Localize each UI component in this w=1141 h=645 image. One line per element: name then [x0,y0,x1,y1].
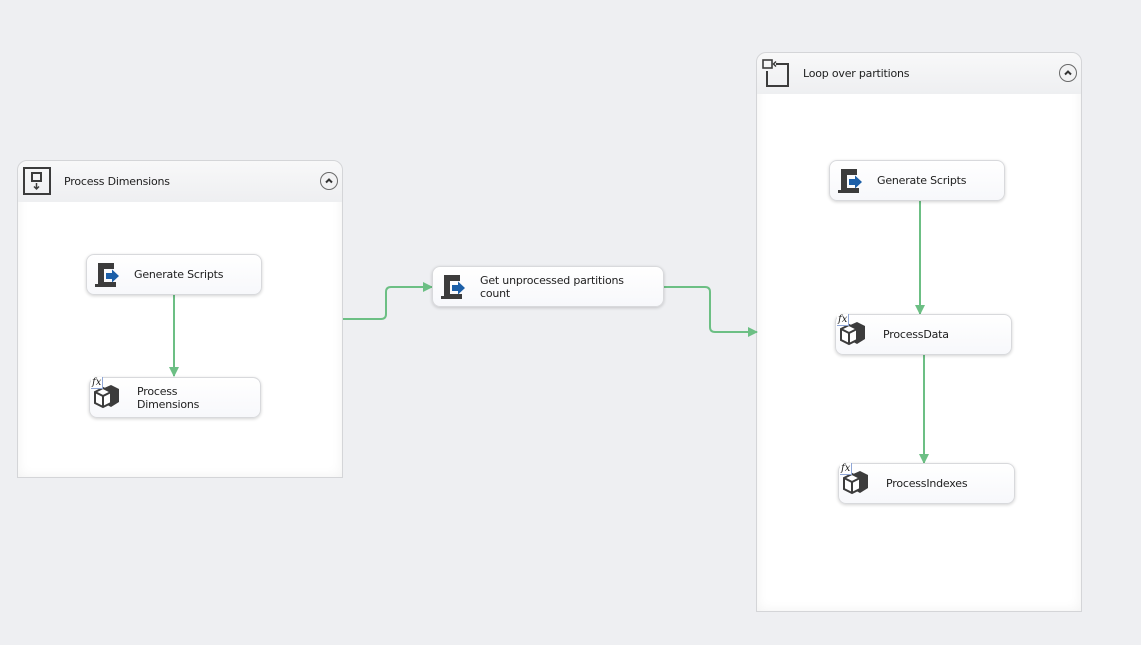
task-label: ProcessData [883,328,949,341]
execute-sql-task-icon [95,263,119,287]
collapse-button[interactable] [320,172,338,190]
task-label-line-2: count [480,287,511,300]
expression-badge: fx [840,463,853,475]
container-title: Loop over partitions [803,67,910,80]
analysis-services-processing-task-icon [843,471,868,495]
task-label: Generate Scripts [877,174,967,187]
constraint-get-count-to-loop[interactable] [664,286,758,337]
execute-sql-task-icon [838,169,862,193]
task-get-unprocessed-partitions-count[interactable]: Get unprocessed partitions count [432,266,664,307]
task-processdata[interactable]: fx ProcessData [835,314,1012,355]
for-loop-container-icon [762,59,789,87]
task-label: Generate Scripts [134,268,224,281]
sequence-container-icon [23,167,51,195]
task-generate-scripts[interactable]: Generate Scripts [86,254,262,295]
chevron-up-icon [1064,70,1072,76]
task-label-line-1: Get unprocessed partitions [480,274,624,287]
task-processindexes[interactable]: fx ProcessIndexes [838,463,1015,504]
chevron-up-icon [325,178,333,184]
container-header[interactable]: Loop over partitions [757,53,1081,94]
expression-badge: fx [837,314,850,326]
task-label-line-2: Dimensions [137,398,200,411]
sequence-container-process-dimensions[interactable]: Process Dimensions Generate Scripts fx P… [17,160,343,478]
expression-badge: fx [91,377,104,389]
task-process-dimensions[interactable]: fx Process Dimensions [89,377,261,418]
task-label-line-1: Process [137,385,178,398]
for-loop-container-loop-over-partitions[interactable]: Loop over partitions Generate Scripts fx… [756,52,1082,612]
container-header[interactable]: Process Dimensions [18,161,342,202]
execute-sql-task-icon [441,275,465,299]
task-generate-scripts[interactable]: Generate Scripts [829,160,1005,201]
analysis-services-processing-task-icon [840,322,865,346]
container-title: Process Dimensions [64,175,170,188]
task-label: ProcessIndexes [886,477,968,490]
constraint-container-to-get-count[interactable] [343,282,433,320]
collapse-button[interactable] [1059,64,1077,82]
